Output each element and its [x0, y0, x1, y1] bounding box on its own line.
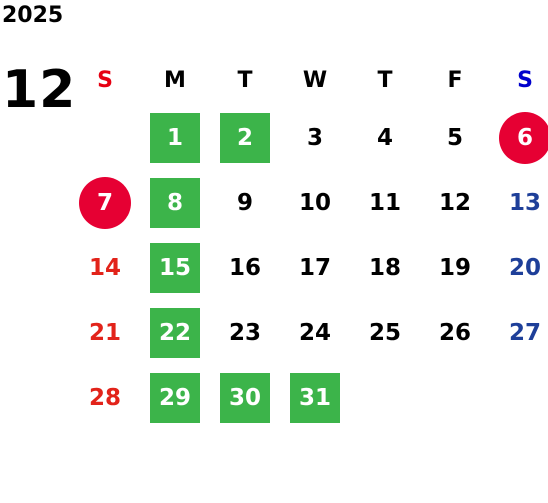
day-number: 11 [368, 189, 401, 216]
day-number: 8 [150, 177, 200, 228]
day-cell: 27 [490, 300, 548, 365]
day-number: 13 [508, 189, 541, 216]
day-cell: 7 [70, 170, 140, 235]
day-number: 14 [88, 254, 121, 281]
day-number: 6 [499, 111, 548, 164]
day-cell: 29 [140, 365, 210, 430]
day-cell: 5 [420, 105, 490, 170]
day-number: 12 [438, 189, 471, 216]
empty-day-cell [350, 365, 420, 430]
weekday-sunday: S [97, 67, 113, 93]
day-number: 21 [88, 319, 121, 346]
empty-day-cell [420, 365, 490, 430]
day-cell: 6 [490, 105, 548, 170]
empty-day-cell [490, 365, 548, 430]
day-cell: 14 [70, 235, 140, 300]
day-number: 9 [236, 189, 253, 216]
day-cell: 4 [350, 105, 420, 170]
day-cell: 30 [210, 365, 280, 430]
day-number: 28 [88, 384, 121, 411]
day-cell: 23 [210, 300, 280, 365]
day-cell: 24 [280, 300, 350, 365]
day-cell: 3 [280, 105, 350, 170]
day-number: 30 [220, 372, 270, 423]
weekday-thursday: T [377, 67, 393, 93]
weekday-monday: M [164, 67, 186, 93]
weekday-wednesday: W [302, 67, 328, 93]
day-cell: 20 [490, 235, 548, 300]
day-cell: 12 [420, 170, 490, 235]
day-number: 5 [446, 124, 463, 151]
day-number: 3 [306, 124, 323, 151]
day-cell: 26 [420, 300, 490, 365]
day-number: 22 [150, 307, 200, 358]
day-number: 15 [150, 242, 200, 293]
day-number: 16 [228, 254, 261, 281]
day-cell: 25 [350, 300, 420, 365]
month-number: 12 [2, 60, 77, 120]
day-cell: 21 [70, 300, 140, 365]
day-cell: 10 [280, 170, 350, 235]
day-number: 23 [228, 319, 261, 346]
day-number [360, 373, 410, 423]
day-number: 7 [79, 176, 131, 229]
day-number: 2 [220, 112, 270, 163]
day-cell: 19 [420, 235, 490, 300]
day-cell: 18 [350, 235, 420, 300]
day-number: 24 [298, 319, 331, 346]
day-number: 1 [150, 112, 200, 163]
day-number [80, 113, 130, 163]
day-number: 19 [438, 254, 471, 281]
day-number: 31 [290, 372, 340, 423]
day-cell: 22 [140, 300, 210, 365]
weekday-friday: F [447, 67, 463, 93]
day-cell: 15 [140, 235, 210, 300]
day-cell: 1 [140, 105, 210, 170]
day-number: 25 [368, 319, 401, 346]
day-cell: 13 [490, 170, 548, 235]
day-cell: 9 [210, 170, 280, 235]
day-cell: 11 [350, 170, 420, 235]
day-number: 29 [150, 372, 200, 423]
day-number: 4 [376, 124, 393, 151]
day-cell: 8 [140, 170, 210, 235]
year-label: 2025 [2, 3, 64, 28]
day-number: 26 [438, 319, 471, 346]
day-number: 10 [298, 189, 331, 216]
day-number: 20 [508, 254, 541, 281]
weekday-tuesday: T [237, 67, 253, 93]
day-number: 27 [508, 319, 541, 346]
day-cell: 28 [70, 365, 140, 430]
day-cell: 31 [280, 365, 350, 430]
weekday-saturday: S [517, 67, 533, 93]
day-number: 18 [368, 254, 401, 281]
day-cell: 2 [210, 105, 280, 170]
day-cell: 16 [210, 235, 280, 300]
empty-day-cell [70, 105, 140, 170]
day-number: 17 [298, 254, 331, 281]
day-number [430, 373, 480, 423]
day-number [500, 373, 548, 423]
day-cell: 17 [280, 235, 350, 300]
